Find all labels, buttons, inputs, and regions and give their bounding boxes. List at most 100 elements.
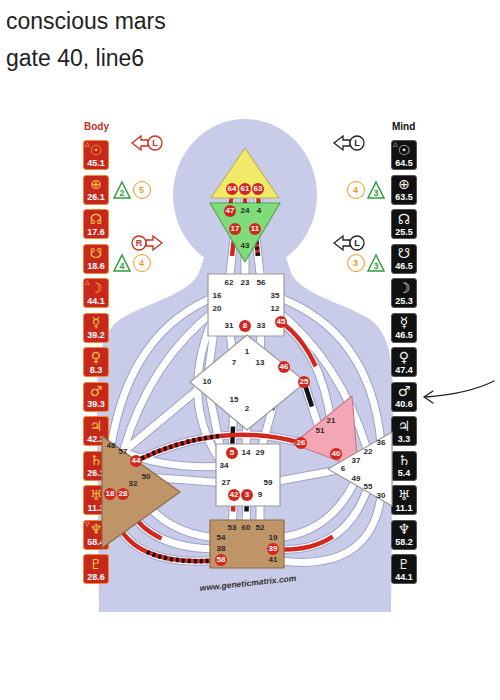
active-gate: 18: [104, 488, 116, 500]
retrograde-mark: ▽: [85, 520, 90, 527]
gate-number: 53: [228, 522, 237, 534]
column-heading: Body: [84, 121, 109, 132]
gate-number: 29: [256, 447, 265, 459]
active-gate: 44: [130, 455, 142, 467]
planet-symbol: ♀: [91, 350, 101, 365]
arrow-letter: L: [354, 238, 360, 248]
gate-number: 60: [242, 522, 251, 534]
active-gate: 8: [239, 320, 251, 332]
active-gate: 25: [298, 376, 310, 388]
tone-triangle: 3: [367, 181, 385, 199]
planet-symbol: ⊕: [398, 177, 410, 192]
activation-number: 3.3: [398, 434, 411, 444]
activation-number: 39.2: [87, 330, 105, 340]
gate-number: 2: [245, 403, 249, 415]
small-number: 4: [119, 261, 124, 271]
planet-symbol: ♂: [90, 384, 103, 399]
gate-number: 22: [364, 446, 373, 458]
small-number: 4: [139, 258, 144, 268]
active-gate: 26: [295, 437, 307, 449]
planet-box: ⊕63.5: [391, 175, 417, 205]
energy-center: 646163: [211, 148, 279, 198]
gate-number: 7: [232, 357, 236, 369]
gate-number: 41: [269, 554, 278, 566]
gate-number: 15: [230, 394, 239, 406]
retrograde-mark: △: [85, 278, 90, 285]
activation-number: 46.5: [395, 261, 413, 271]
gate-number: 56: [257, 277, 266, 289]
gate-number: 33: [257, 320, 266, 332]
active-gate: 63: [252, 183, 264, 195]
gate-number: 9: [258, 489, 262, 501]
tone-triangle: 3: [367, 254, 385, 272]
gate-number: 14: [242, 447, 251, 459]
activation-number: 26.1: [87, 192, 105, 202]
tone-triangle: 4: [113, 254, 131, 272]
planet-box: ☽25.3: [391, 278, 417, 308]
planet-symbol: ♄: [398, 453, 411, 468]
planet-symbol: ☉: [90, 143, 103, 158]
variable-arrow: R: [132, 235, 162, 251]
activation-number: 18.6: [87, 261, 105, 271]
planet-symbol: ♇: [398, 557, 411, 572]
gate-number: 54: [217, 532, 226, 544]
planet-symbol: ☿: [92, 315, 101, 330]
active-gate: 17: [229, 223, 241, 235]
planet-box: ♇44.1: [391, 554, 417, 584]
planet-box: ⊕26.1: [83, 175, 109, 205]
planet-box: ☿39.2: [83, 313, 109, 343]
small-number: 3: [353, 258, 358, 268]
gate-number: 48: [107, 440, 116, 452]
planet-symbol: ♆: [90, 522, 103, 537]
active-gate: 42: [228, 489, 240, 501]
energy-center: 48574450322818: [102, 436, 180, 548]
gate-number: 35: [271, 290, 280, 302]
activation-number: 58.2: [395, 537, 413, 547]
small-number: 5: [139, 185, 144, 195]
activation-number: 44.1: [395, 572, 413, 582]
gate-number: 1: [245, 346, 249, 358]
planet-box: ☿46.5: [391, 313, 417, 343]
active-gate: 11: [249, 223, 261, 235]
page-title: conscious mars gate 40, line6: [6, 3, 176, 77]
activation-number: 63.5: [395, 192, 413, 202]
variable-arrow: L: [334, 135, 364, 151]
gate-number: 20: [213, 303, 222, 315]
planet-box: △☉45.1: [83, 140, 109, 170]
channel: [273, 496, 381, 562]
planet-symbol: ♇: [90, 557, 103, 572]
activation-number: 5.4: [398, 468, 411, 478]
silhouette-head: [173, 119, 317, 271]
gate-number: 13: [256, 357, 265, 369]
activation-number: 11.1: [395, 503, 412, 513]
active-gate: 45: [275, 316, 287, 328]
planet-symbol: ♅: [90, 488, 103, 503]
activation-number: 64.5: [395, 158, 413, 168]
gate-number: 37: [352, 455, 361, 467]
planet-symbol: ☋: [398, 246, 410, 261]
planet-box: ♃3.3: [391, 416, 417, 446]
gate-number: 31: [225, 320, 234, 332]
active-gate: 3: [241, 489, 253, 501]
arrow-letter: L: [354, 138, 360, 148]
gate-number: 36: [377, 437, 386, 449]
activation-number: 25.5: [395, 227, 413, 237]
planet-box: ☋18.6: [83, 244, 109, 274]
gate-number: 12: [271, 303, 280, 315]
planet-symbol: ♂: [398, 384, 411, 399]
activation-number: 8.3: [90, 365, 103, 375]
gate-number: 4: [257, 205, 261, 217]
activation-number: 47.4: [395, 365, 413, 375]
planet-box: △☽44.1: [83, 278, 109, 308]
active-gate: 64: [226, 183, 238, 195]
planet-box: ♂39.3: [83, 382, 109, 412]
planet-box: ☊25.5: [391, 209, 417, 239]
planet-box: ♅11.1: [391, 485, 417, 515]
variable-arrow: L: [334, 235, 364, 251]
watermark: www.geneticmatrix.com: [199, 573, 297, 593]
channel: [123, 452, 224, 467]
planet-symbol: ♃: [90, 419, 103, 434]
energy-center: 1713102546152: [190, 335, 306, 430]
gate-number: 52: [256, 522, 265, 534]
small-number: 3: [373, 188, 378, 198]
